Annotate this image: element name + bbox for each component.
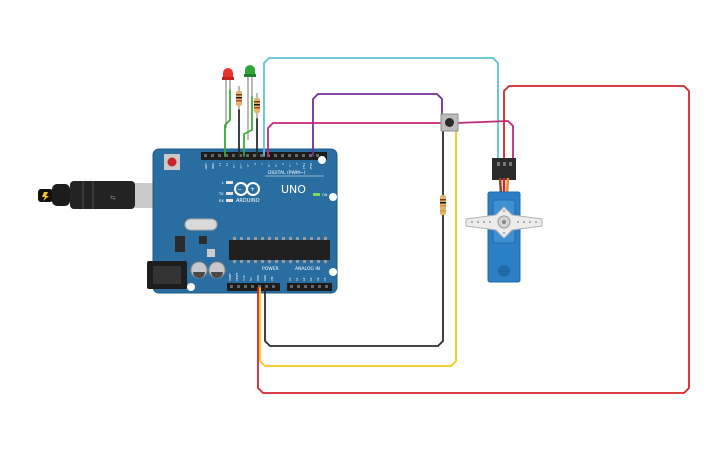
pin-label-power: VIN: [270, 276, 274, 281]
pin-label-analog: A0: [288, 277, 292, 281]
usb-cable: ⮀: [38, 180, 170, 211]
green-led[interactable]: [244, 65, 256, 140]
wire-cyan[interactable]: [263, 57, 499, 162]
led-on: [313, 193, 320, 196]
pin-label-power: GND: [263, 275, 267, 281]
pin-label-analog: A1: [295, 277, 299, 281]
resistor-green-led[interactable]: [254, 93, 260, 119]
model-label: UNO: [281, 183, 306, 196]
pin-label-power: RESET: [235, 272, 239, 281]
red-led[interactable]: [222, 68, 234, 128]
servo-motor[interactable]: [465, 158, 543, 283]
pin-label-digital: ~5: [274, 163, 278, 167]
pin-label-power: 3.3V: [242, 275, 246, 281]
wire-red[interactable]: [257, 85, 690, 394]
resistor-pulldown[interactable]: [440, 195, 446, 215]
wire-yellow[interactable]: [259, 130, 457, 367]
led-tx: [226, 192, 233, 195]
pin-label-digital: GND: [211, 163, 215, 169]
pin-label-digital: 13: [218, 163, 222, 167]
pin-label-digital: 12: [225, 163, 229, 167]
pin-label-digital: ~6: [267, 163, 271, 167]
pin-label-power: 5V: [249, 277, 253, 281]
microcontroller-chip: [229, 240, 330, 260]
digital-label: DIGITAL (PWM~): [268, 170, 306, 176]
power-label: POWER: [262, 266, 279, 272]
led-tx-label: TX: [218, 192, 224, 196]
pushbutton[interactable]: [440, 113, 459, 132]
pin-label-analog: A2: [302, 277, 306, 281]
voltage-regulator: [175, 236, 185, 252]
pin-label-power: GND: [256, 275, 260, 281]
led-l-label: L: [222, 181, 224, 185]
wire-purple[interactable]: [312, 93, 443, 157]
brand-label: ARDUINO: [236, 198, 260, 204]
wire-black-gnd[interactable]: [264, 130, 444, 347]
pin-label-power: IOREF: [228, 273, 232, 281]
pin-label-digital: 2: [295, 163, 299, 165]
pin-label-digital: ~11: [232, 163, 236, 169]
mount-hole: [187, 283, 195, 291]
led-l: [226, 181, 233, 184]
crystal: [184, 218, 218, 231]
wire-green-1[interactable]: [224, 89, 231, 157]
pin-label-digital: 4: [281, 163, 285, 165]
svg-text:−: −: [237, 186, 242, 193]
wire-magenta[interactable]: [267, 122, 443, 157]
arduino-logo: − +: [234, 182, 260, 196]
mount-hole: [329, 193, 337, 201]
analog-label: ANALOG IN: [295, 266, 320, 272]
pin-label-digital: ~9: [246, 163, 250, 167]
svg-text:+: +: [250, 186, 255, 193]
mount-hole: [318, 156, 326, 164]
pin-label-digital: 7: [260, 163, 264, 165]
wire-green-2[interactable]: [243, 96, 253, 157]
mount-hole: [329, 268, 337, 276]
svg-text:⮀: ⮀: [110, 194, 116, 202]
servo-connector: [492, 158, 516, 180]
pin-label-digital: ~10: [239, 163, 243, 169]
pin-label-analog: A5: [323, 277, 327, 281]
arduino-uno-board[interactable]: DIGITAL (PWM~) − + ARDUINO UNO L TX RX O…: [147, 148, 338, 294]
pin-label-analog: A3: [309, 277, 313, 281]
pin-label-digital: ~3: [288, 163, 292, 167]
resistor-red-led[interactable]: [236, 86, 242, 110]
pin-label-digital: AREF: [204, 163, 208, 170]
led-rx: [226, 199, 233, 202]
wire-magenta-servo[interactable]: [455, 120, 514, 162]
pin-label-analog: A4: [316, 277, 320, 281]
analog-header: [287, 283, 332, 291]
pin-label-digital: 8: [253, 163, 257, 165]
pin-label-digital: RX◂0: [309, 163, 313, 170]
on-label: ON: [322, 193, 328, 197]
led-rx-label: RX: [219, 199, 224, 203]
pin-label-digital: TX▸1: [302, 163, 306, 170]
